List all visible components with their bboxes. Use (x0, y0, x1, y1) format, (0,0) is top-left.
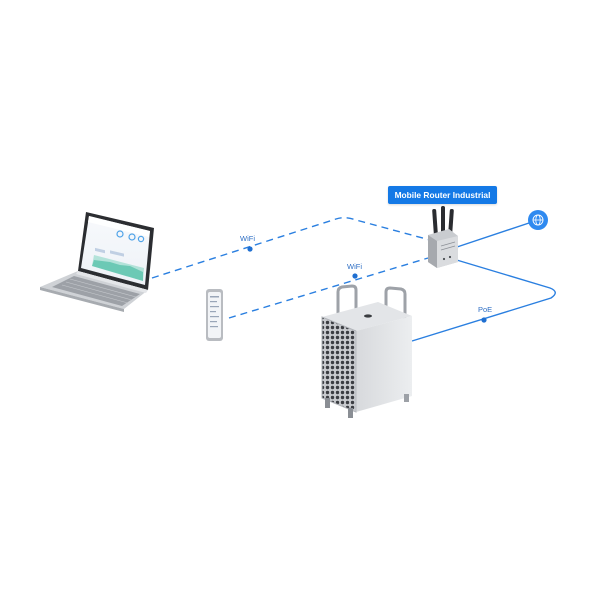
wifi-link-laptop (151, 217, 431, 279)
wifi-label-laptop: WiFi (240, 234, 255, 243)
poe-link (411, 257, 556, 342)
connection-dots (247, 246, 487, 323)
wifi-dot-1 (247, 246, 253, 252)
wifi-link-phone (228, 257, 429, 319)
wifi-label-phone: WiFi (347, 262, 362, 271)
laptop-icon (40, 212, 154, 312)
poe-label: PoE (478, 305, 493, 314)
router-icon (428, 206, 458, 268)
router-label: Mobile Router Industrial (388, 186, 497, 204)
tower-server-icon (321, 284, 412, 418)
wifi-dot-2 (352, 273, 358, 279)
connection-lines (151, 217, 556, 342)
smartphone-icon (206, 289, 223, 341)
internet-link (453, 221, 533, 249)
globe-icon (528, 210, 548, 230)
poe-dot (481, 317, 487, 323)
